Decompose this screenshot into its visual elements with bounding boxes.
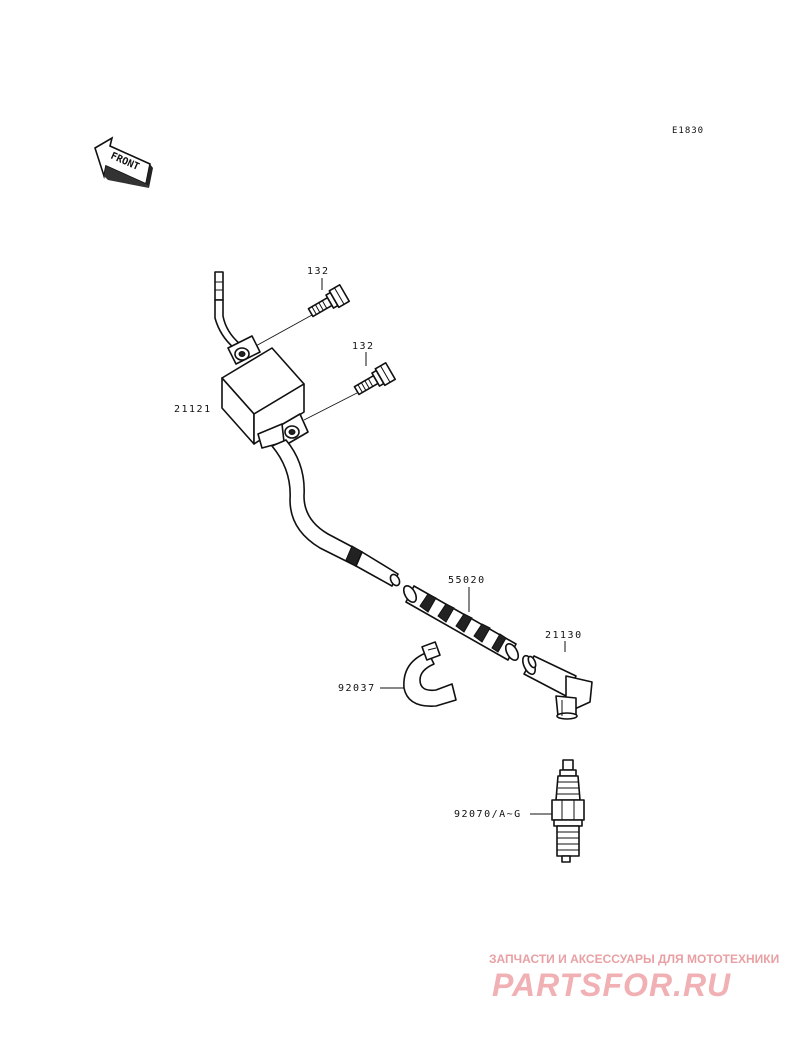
watermark-logo: ЗАПЧАСТИ И АКСЕССУАРЫ ДЛЯ МОТОТЕХНИКИ PA… [489,952,779,1003]
bolt-lower [353,362,397,396]
clamp [403,641,457,707]
sleeve [402,585,520,661]
label-clamp: 92037 [338,683,376,694]
spark-plug [551,759,585,863]
plug-cap [522,654,593,720]
diagram-code: E1830 [672,126,704,136]
label-coil: 21121 [174,404,212,415]
label-sleeve: 55020 [448,575,486,586]
label-cap: 21130 [545,630,583,641]
label-bolt-lower: 132 [352,341,375,352]
watermark-tagline: ЗАПЧАСТИ И АКСЕССУАРЫ ДЛЯ МОТОТЕХНИКИ [489,952,779,966]
ignition-coil [214,271,401,587]
label-bolt-upper: 132 [307,266,330,277]
bolt-upper [307,284,351,318]
watermark-logo-text: PARTSFOR.RU [492,967,731,1003]
label-plug: 92070/A~G [454,809,522,820]
leader-lines [222,278,566,815]
front-arrow-icon: FRONT [94,136,153,188]
